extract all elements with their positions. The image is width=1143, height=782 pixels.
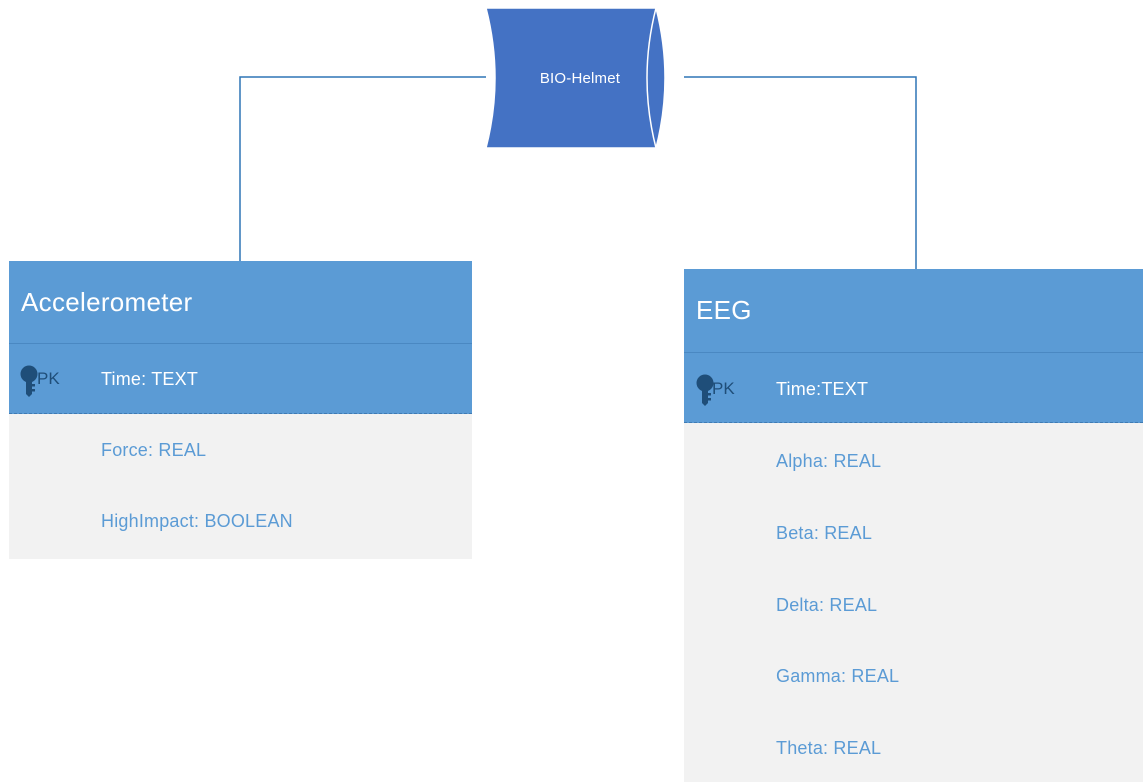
entity-accelerometer[interactable]: Accelerometer PK Time: TEXT Force: REAL … <box>9 261 472 559</box>
entity-title: EEG <box>684 269 1143 352</box>
entity-eeg[interactable]: EEG PK Time:TEXT Alpha: REAL Beta: REAL … <box>684 269 1143 782</box>
field-alpha: Alpha: REAL <box>776 451 882 471</box>
connector-bio-helmet-to-eeg <box>684 76 917 269</box>
field-force: Force: REAL <box>101 440 207 460</box>
field-gamma: Gamma: REAL <box>776 666 900 686</box>
field-delta: Delta: REAL <box>776 595 878 615</box>
key-icon <box>20 365 38 397</box>
entity-title: Accelerometer <box>9 261 472 343</box>
pk-label: PK <box>37 369 60 388</box>
primary-key-row: PK Time:TEXT <box>684 352 1143 423</box>
connector-bio-helmet-to-accelerometer <box>239 76 486 261</box>
field-beta: Beta: REAL <box>776 523 873 543</box>
primary-key-row: PK Time: TEXT <box>9 343 472 414</box>
pk-field: Time: TEXT <box>101 369 199 389</box>
entity-fields: Force: REAL HighImpact: BOOLEAN <box>9 414 472 559</box>
field-theta: Theta: REAL <box>776 738 882 758</box>
key-icon <box>696 374 714 406</box>
pk-label: PK <box>712 379 735 398</box>
pk-field: Time:TEXT <box>776 379 869 399</box>
database-cylinder-icon <box>485 8 666 148</box>
entity-fields: Alpha: REAL Beta: REAL Delta: REAL Gamma… <box>684 423 1143 782</box>
field-highimpact: HighImpact: BOOLEAN <box>101 511 293 531</box>
database-label: BIO-Helmet <box>539 69 621 87</box>
